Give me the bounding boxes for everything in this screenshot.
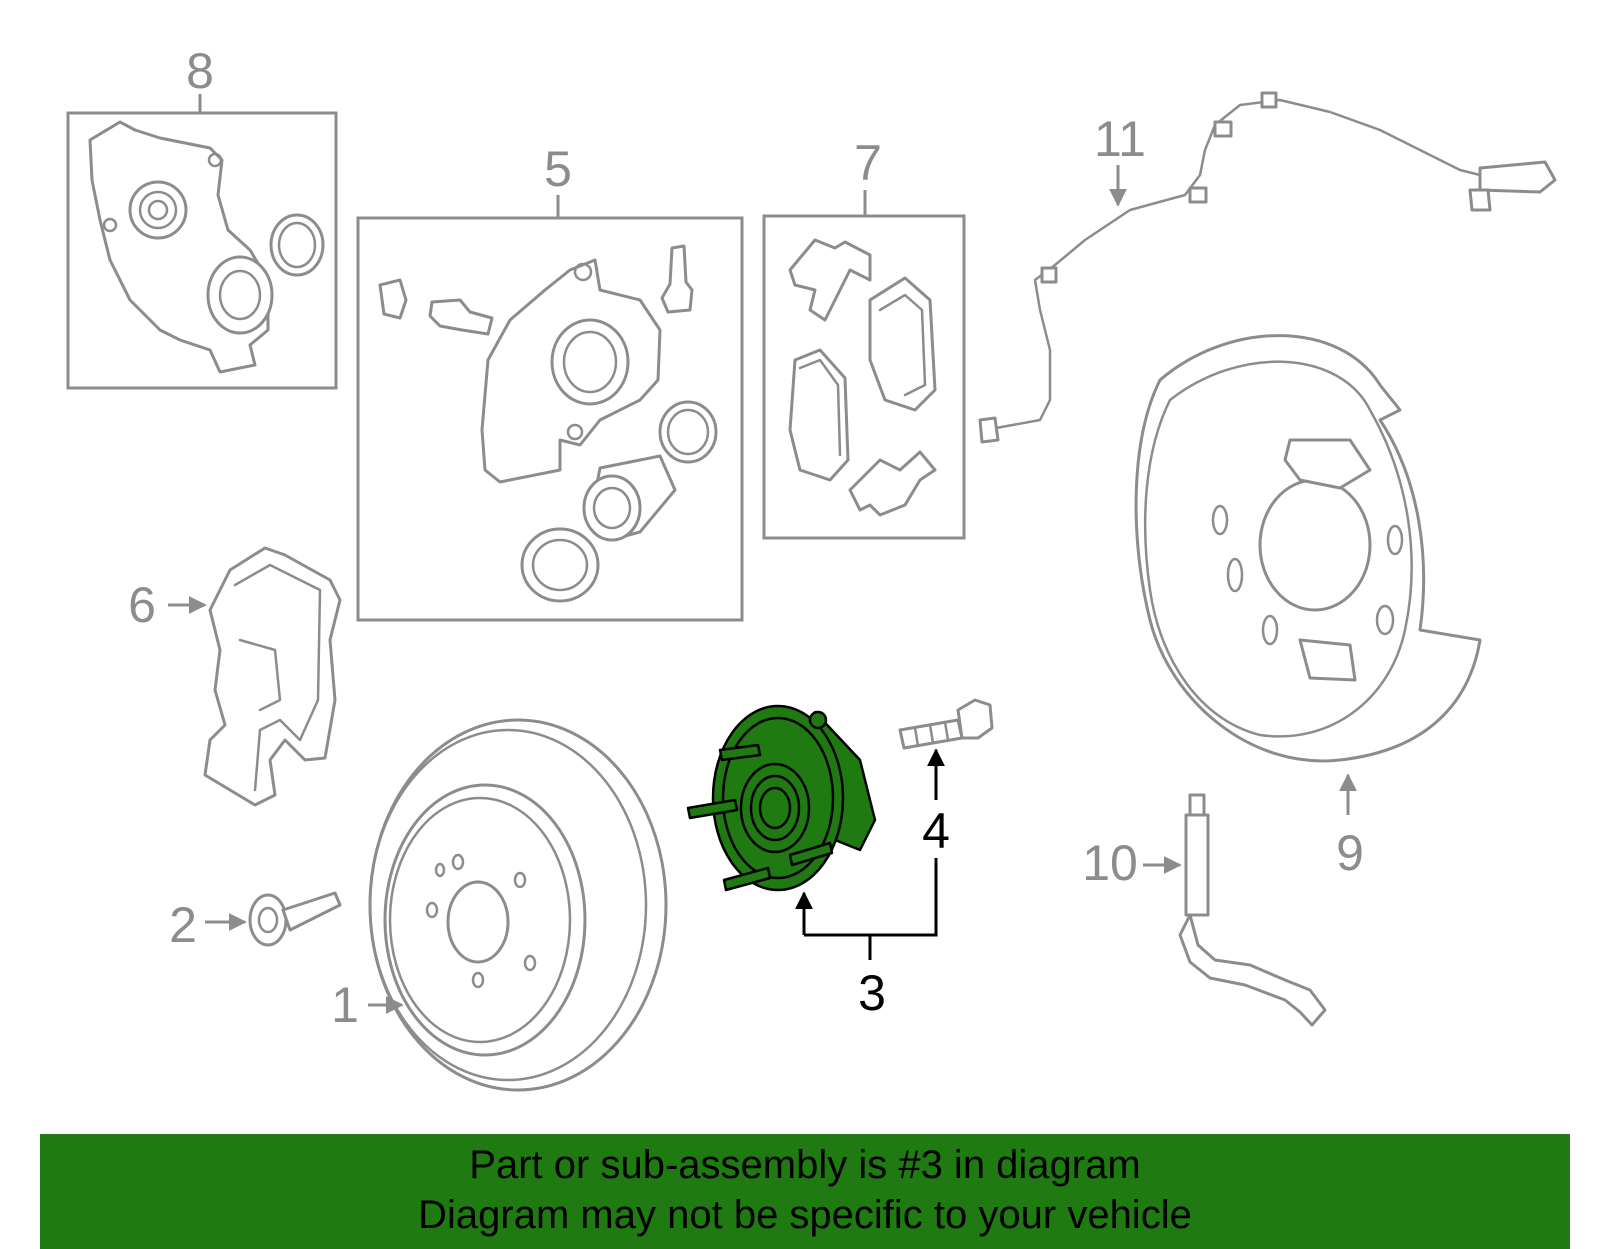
part-4-group: 4 (898, 698, 994, 859)
callout-2: 2 (169, 897, 197, 953)
caliper-bracket (203, 546, 342, 807)
brake-parts-diagram: 8 5 (66, 43, 1557, 1092)
part-8-group: 8 (66, 43, 338, 390)
rotor-screw (248, 891, 342, 947)
callout-9: 9 (1336, 825, 1364, 881)
part-7-group: 7 (762, 135, 966, 540)
brake-pads (788, 238, 937, 517)
part-5-group: 5 (356, 141, 744, 622)
callout-3: 3 (858, 965, 886, 1021)
callout-5: 5 (544, 141, 572, 197)
callout-4: 4 (922, 803, 950, 859)
part-3-group: 3 (686, 704, 938, 1021)
banner-line-1: Part or sub-assembly is #3 in diagram (469, 1143, 1141, 1187)
callout-7: 7 (854, 135, 882, 191)
part-2-group: 2 (169, 891, 342, 953)
part-1-group: 1 (331, 718, 668, 1092)
parking-brake-caliper (88, 120, 325, 374)
callout-8: 8 (186, 43, 214, 99)
banner-line-2: Diagram may not be specific to your vehi… (418, 1193, 1192, 1237)
brake-rotor (368, 718, 668, 1092)
callout-6: 6 (128, 577, 156, 633)
callout-10: 10 (1082, 835, 1138, 891)
hub-bolt (898, 698, 994, 750)
brake-caliper (378, 244, 718, 603)
part-11-group: 11 (978, 91, 1557, 444)
part-5-box (356, 216, 744, 622)
callout-11: 11 (1094, 111, 1146, 167)
part-9-group: 9 (1134, 334, 1482, 881)
part-6-group: 6 (128, 546, 342, 807)
info-banner: Part or sub-assembly is #3 in diagram Di… (40, 1134, 1570, 1249)
backing-plate (1134, 334, 1482, 763)
part-8-box (66, 111, 338, 390)
part-10-group: 10 (1082, 793, 1327, 1027)
wheel-speed-sensor-wire (978, 91, 1557, 444)
brake-hose (1178, 793, 1327, 1027)
callout-1: 1 (331, 977, 359, 1033)
hub-bearing-assembly[interactable] (686, 704, 877, 892)
